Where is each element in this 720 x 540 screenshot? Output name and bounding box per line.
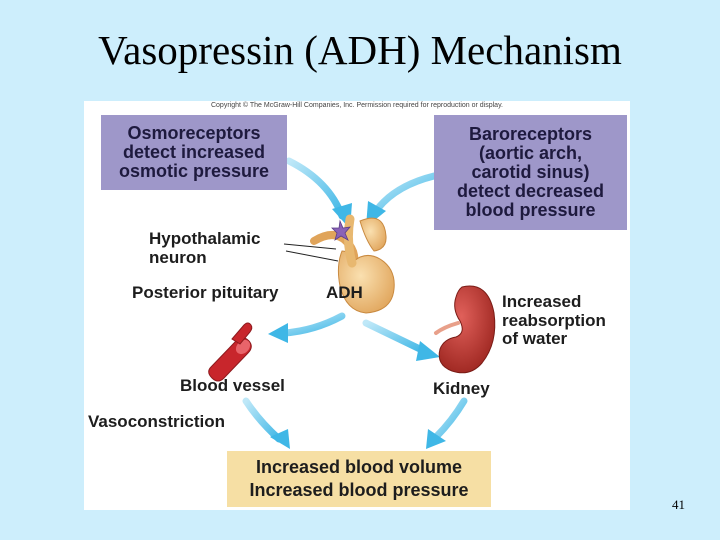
hypothalamic-label-line: neuron [149, 247, 207, 267]
arrow-adh-to-kidney [362, 319, 440, 361]
adh-label: ADH [326, 283, 363, 302]
vasoconstriction-label: Vasoconstriction [88, 412, 225, 431]
osmoreceptors-line: osmotic pressure [118, 160, 270, 181]
reabsorption-label-line: reabsorption [502, 310, 606, 330]
diagram-figure: Copyright © The McGraw-Hill Companies, I… [84, 101, 630, 510]
copyright-notice: Copyright © The McGraw-Hill Companies, I… [210, 102, 503, 109]
arrow-kidney-to-result [426, 397, 468, 449]
kidney-illustration [434, 285, 496, 374]
posterior-pituitary-label: Posterior pituitary [132, 283, 279, 302]
slide-title: Vasopressin (ADH) Mechanism [98, 27, 622, 73]
arrow-adh-to-vessel [268, 312, 346, 343]
arrow-vessel-to-result [242, 397, 290, 449]
result-box: Increased blood volume Increased blood p… [227, 451, 491, 507]
hypothalamic-label-line: Hypothalamic [149, 229, 261, 248]
reabsorption-label: Increased reabsorption of water [502, 292, 606, 349]
result-line: Increased blood pressure [249, 480, 469, 500]
neuron-icon [331, 219, 351, 241]
blood-vessel-illustration [208, 322, 253, 382]
baroreceptors-line: Baroreceptors [468, 124, 593, 145]
diagram-artwork [208, 157, 496, 449]
baroreceptors-line: blood pressure [465, 199, 596, 220]
baroreceptors-line: (aortic arch, [478, 143, 583, 164]
osmoreceptors-box: Osmoreceptors detect increased osmotic p… [101, 115, 287, 190]
result-line: Increased blood volume [255, 457, 463, 478]
baroreceptors-line: carotid sinus) [471, 162, 590, 183]
pituitary-illustration [283, 214, 395, 314]
reabsorption-label-line: Increased [502, 292, 582, 311]
baroreceptors-line: detect decreased [456, 180, 605, 201]
arrow-osmo-to-neuron [285, 157, 352, 229]
osmoreceptors-line: Osmoreceptors [127, 123, 261, 144]
slide-number: 41 [672, 497, 685, 512]
reabsorption-label-line: of water [502, 329, 568, 349]
hypothalamic-neuron-label: Hypothalamic neuron [149, 229, 261, 267]
kidney-label: Kidney [433, 379, 490, 398]
blood-vessel-label: Blood vessel [180, 376, 285, 395]
osmoreceptors-line: detect increased [122, 142, 266, 163]
baroreceptors-box: Baroreceptors (aortic arch, carotid sinu… [434, 115, 627, 230]
